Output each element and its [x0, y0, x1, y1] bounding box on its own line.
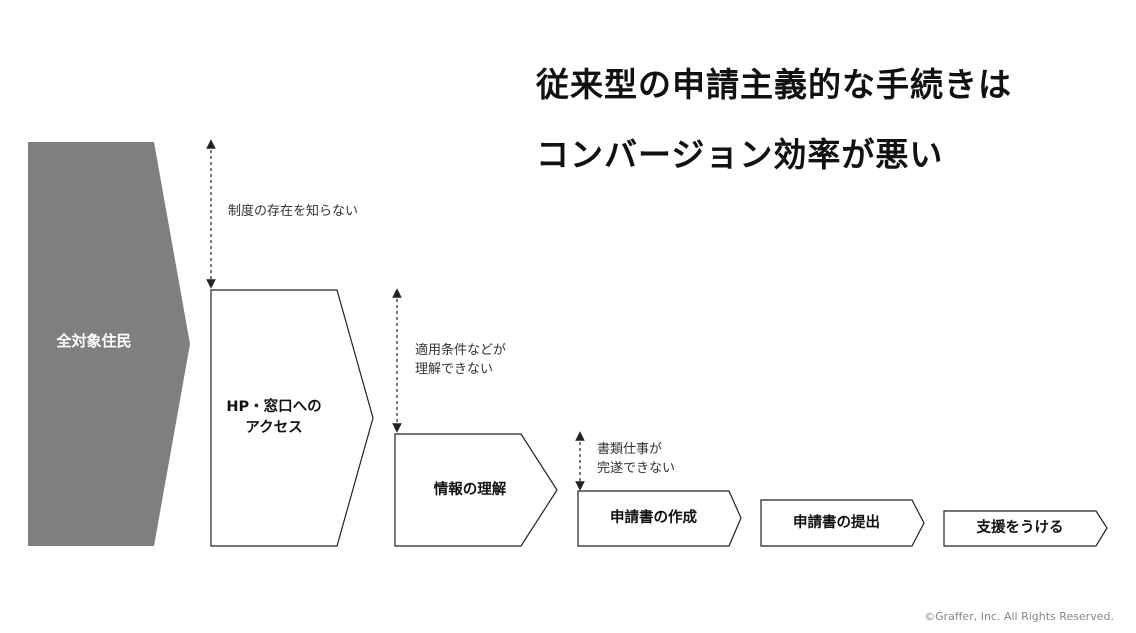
dropoff-label-line: 制度の存在を知らない — [228, 204, 359, 219]
stage-shape-hp-access — [210, 289, 374, 547]
stage-shape-form-creation — [577, 490, 742, 547]
slide-title-line-2: コンバージョン効率が悪い — [536, 135, 944, 174]
all-residents-block — [28, 142, 190, 546]
stage-label-understanding: 情報の理解 — [433, 482, 507, 498]
stage-label-form-creation: 申請書の作成 — [610, 510, 697, 526]
dropoff-label-unaware: 制度の存在を知らない — [228, 202, 358, 221]
stage-label-receive-support: 支援をうける — [976, 520, 1064, 536]
dropoff-label-line: 適用条件などが — [415, 343, 507, 358]
slide-title-line-1: 従来型の申請主義的な手続きは — [536, 65, 1012, 104]
all-residents-label: 全対象住民 — [56, 332, 132, 350]
stage-shape-submission — [760, 499, 925, 547]
stage-shape-understanding — [394, 433, 558, 547]
dropoff-label-line: 書類仕事が — [597, 442, 663, 457]
copyright-notice: ©Graffer, Inc. All Rights Reserved. — [924, 610, 1114, 623]
dropoff-label-not-understood: 適用条件などが 理解できない — [415, 341, 506, 379]
stage-label-hp-access: HP・窓口への アクセス — [211, 397, 337, 439]
stage-label-line: アクセス — [245, 420, 303, 436]
dropoff-label-paperwork: 書類仕事が 完遂できない — [597, 440, 675, 478]
dropoff-label-line: 理解できない — [415, 362, 494, 377]
stage-label-line: HP・窓口への — [226, 399, 322, 415]
stage-label-submission: 申請書の提出 — [793, 515, 880, 531]
dropoff-label-line: 完遂できない — [597, 461, 676, 476]
stage-shape-receive-support — [943, 510, 1108, 547]
